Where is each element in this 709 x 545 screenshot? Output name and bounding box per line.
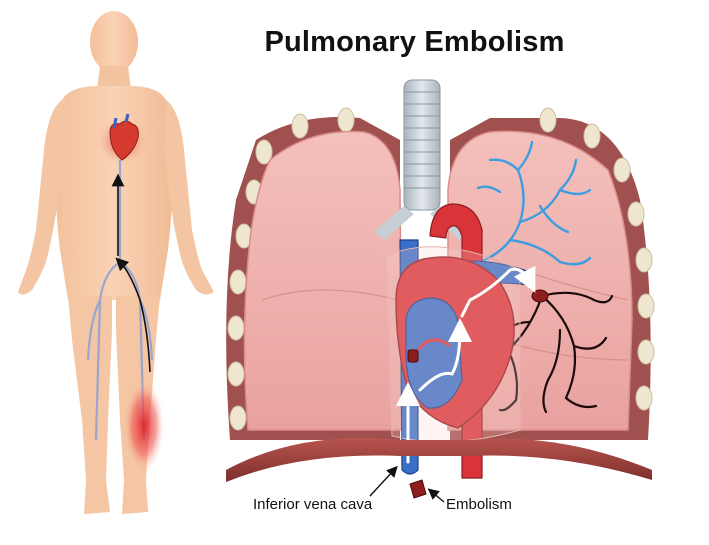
page-title: Pulmonary Embolism [0, 26, 709, 59]
label-inferior-vena-cava: Inferior vena cava [253, 496, 372, 513]
embolism-sample-icon [410, 480, 426, 498]
left-lung [244, 132, 402, 430]
label-embolism: Embolism [446, 496, 512, 513]
clot-icon [532, 290, 548, 302]
leg-clot-glow [124, 380, 164, 472]
callout-arrows [370, 470, 444, 502]
vein-clot-icon [408, 350, 418, 362]
human-body-figure [18, 11, 214, 514]
diaphragm [226, 438, 652, 482]
